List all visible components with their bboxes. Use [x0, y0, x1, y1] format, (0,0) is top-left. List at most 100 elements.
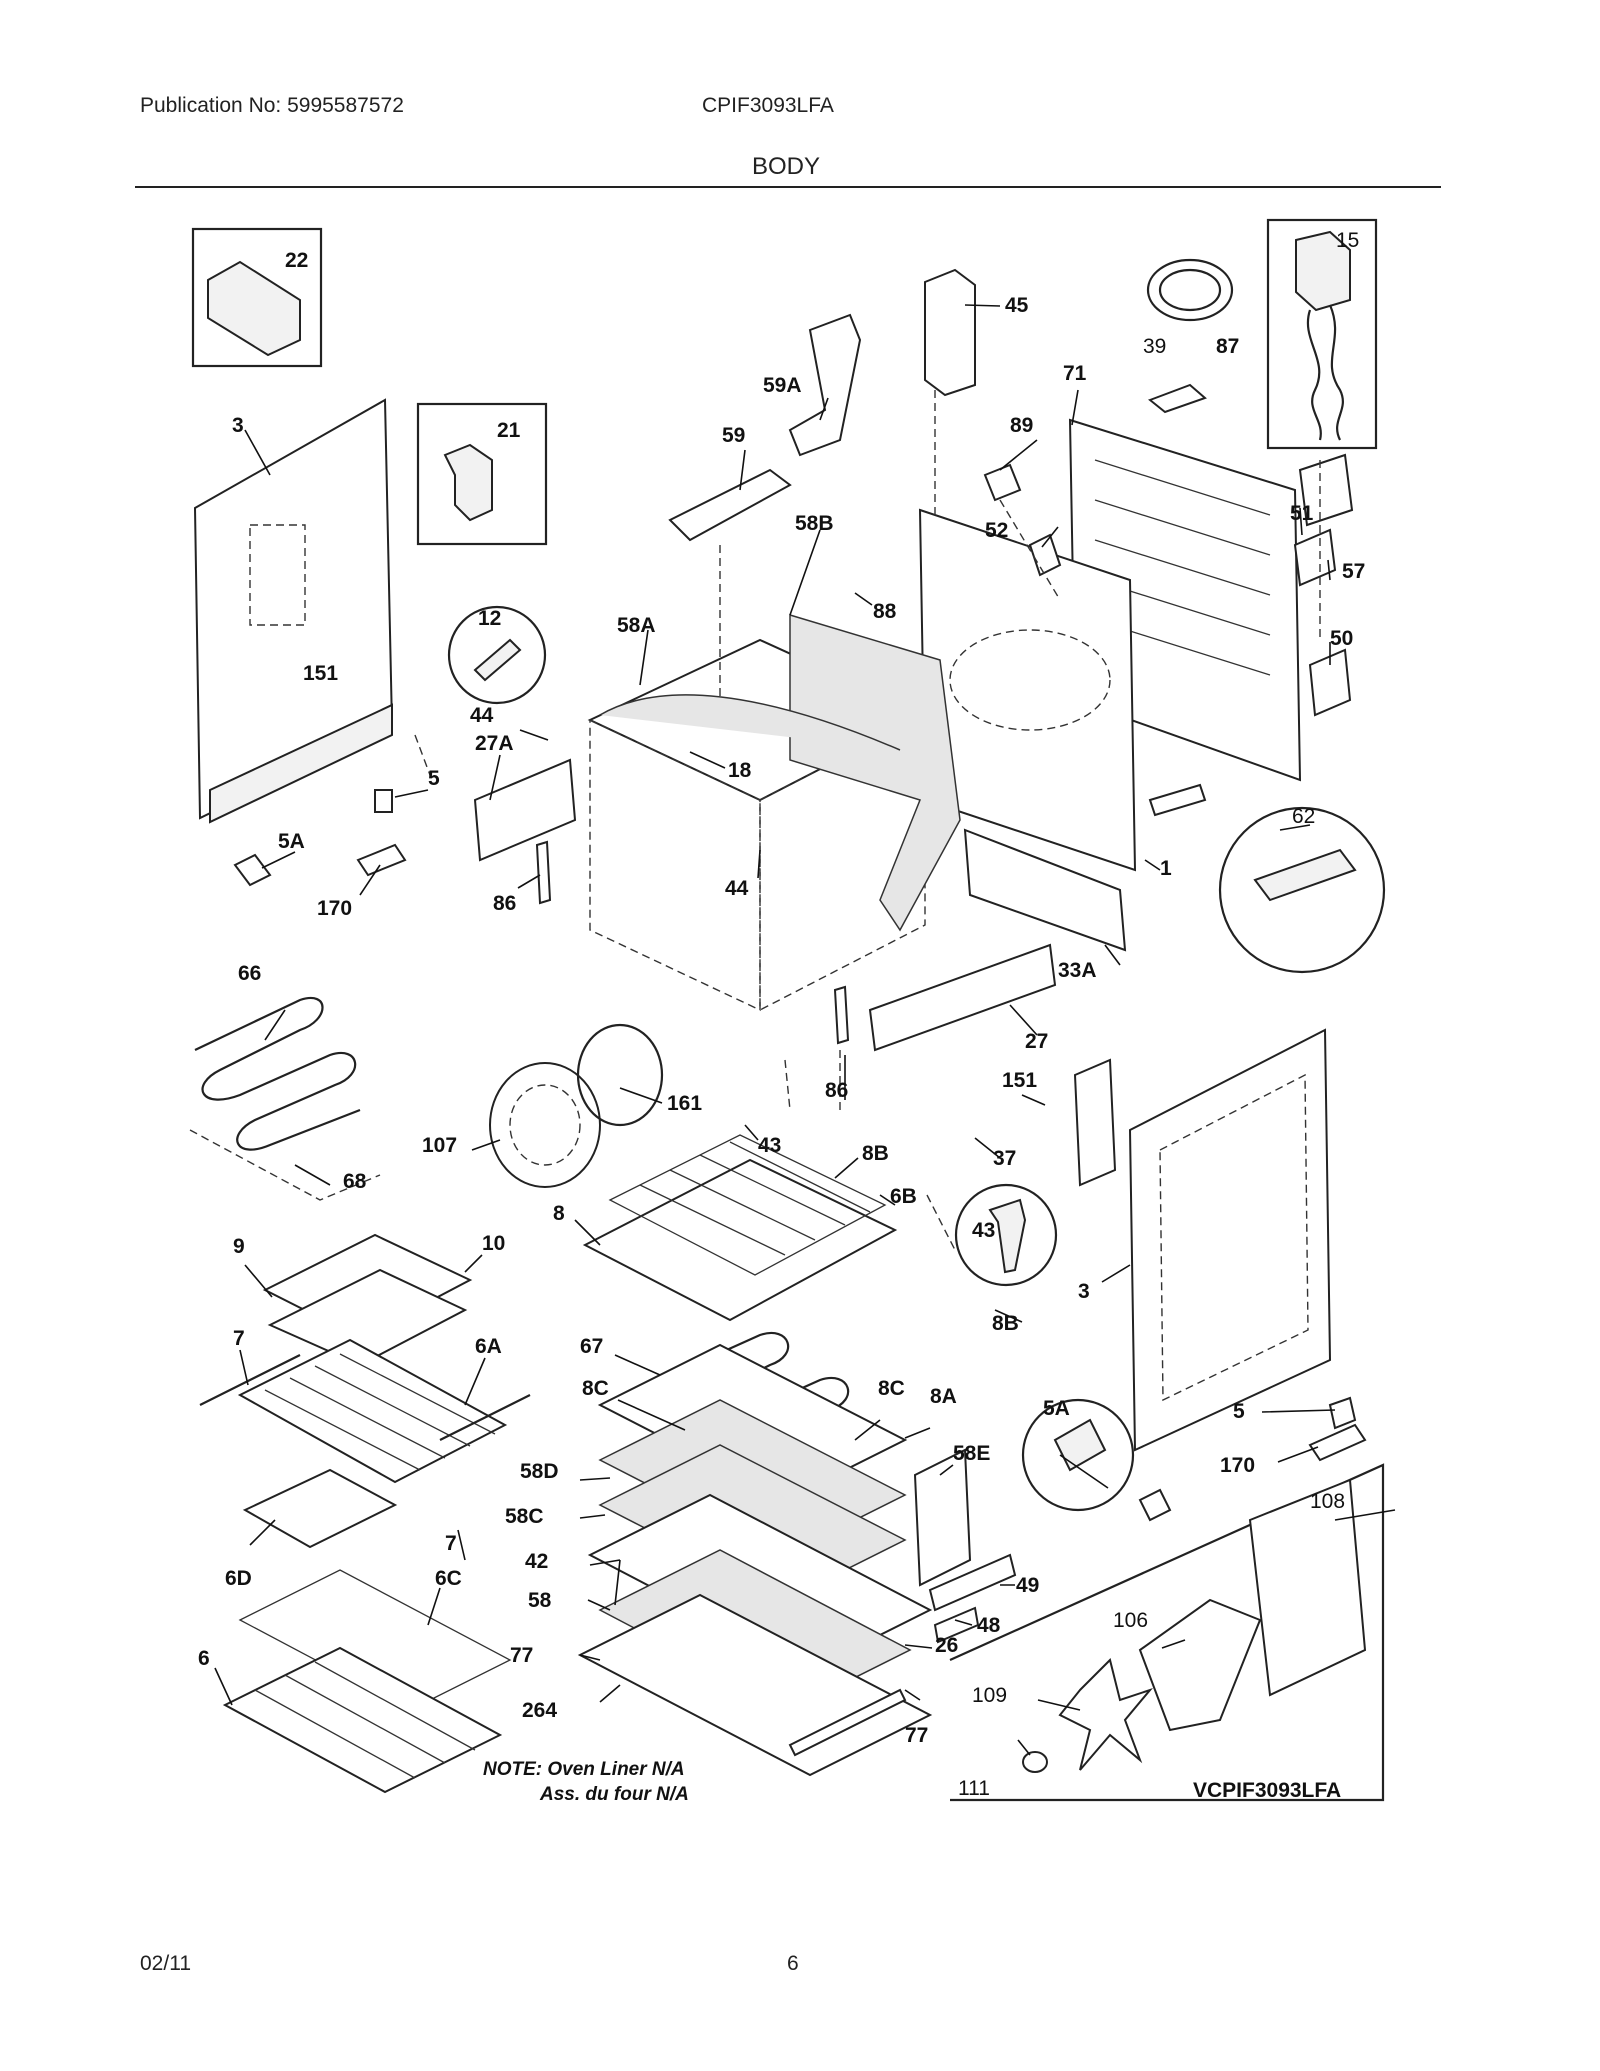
- part-59A-vent-duct: [788, 313, 862, 457]
- label-86-left: 86: [493, 892, 516, 915]
- part-5A-leveling-leg: [1053, 1418, 1107, 1472]
- label-21: 21: [497, 419, 521, 442]
- part-106-motor-bracket: [1138, 1598, 1262, 1732]
- part-5A-leg-left: [233, 853, 272, 887]
- part-66-bake-element: [194, 997, 361, 1151]
- part-5-leg-right: [1328, 1396, 1357, 1430]
- label-22: 22: [285, 249, 308, 272]
- label-1: 1: [1160, 857, 1172, 880]
- label-12: 12: [478, 607, 501, 630]
- label-62: 62: [1292, 805, 1315, 828]
- label-18: 18: [728, 759, 752, 782]
- part-12-sensor: [473, 638, 522, 682]
- label-71: 71: [1063, 362, 1087, 385]
- label-88: 88: [873, 600, 897, 623]
- label-44-mid: 44: [725, 877, 749, 900]
- label-6B: 6B: [890, 1185, 917, 1208]
- part-7-rack-support-right: [439, 1394, 531, 1441]
- part-52-clip: [1028, 533, 1062, 577]
- label-5-right: 5: [1233, 1400, 1245, 1423]
- part-86-bracket-right: [833, 985, 850, 1045]
- label-44-top: 44: [470, 704, 494, 727]
- rear-panel-vents: [1094, 459, 1271, 676]
- part-15-terminal-block: [1295, 230, 1351, 312]
- label-57: 57: [1342, 560, 1365, 583]
- right-side-panel: [1128, 1028, 1332, 1452]
- part-109-fan-blade: [1058, 1658, 1154, 1771]
- label-27A: 27A: [475, 732, 514, 755]
- part-21-clip: [443, 443, 493, 522]
- part-39-wire-coil: [1146, 258, 1234, 322]
- part-58E-side-insulation: [913, 1448, 972, 1587]
- note-line-2: Ass. du four N/A: [539, 1784, 689, 1805]
- part-6-rack-wires: [254, 1661, 476, 1779]
- label-leader-lines: [214, 304, 1396, 1756]
- assembly-guide-lines: [414, 390, 1321, 1251]
- label-111: 111: [958, 1777, 990, 1800]
- label-58E: 58E: [953, 1442, 990, 1465]
- part-6B-rack-frame: [608, 1134, 887, 1276]
- label-10: 10: [482, 1232, 505, 1255]
- label-8A: 8A: [930, 1385, 957, 1408]
- inset-circle-part-43: [954, 1183, 1058, 1287]
- part-50-cover: [1308, 648, 1352, 717]
- part-86-bracket-left: [535, 840, 552, 905]
- label-161: 161: [667, 1092, 702, 1115]
- label-58D: 58D: [520, 1460, 559, 1483]
- label-15: 15: [1336, 229, 1359, 252]
- label-51: 51: [1290, 502, 1314, 525]
- part-27A-bracket: [473, 758, 577, 862]
- label-107: 107: [422, 1134, 457, 1157]
- label-87: 87: [1216, 335, 1239, 358]
- label-3-left: 3: [232, 414, 244, 437]
- inset-box-convection-fan: [949, 1463, 1385, 1802]
- label-151-left: 151: [303, 662, 338, 685]
- left-panel-bottom-flange: [209, 703, 393, 824]
- label-58B: 58B: [795, 512, 834, 535]
- label-27: 27: [1025, 1030, 1048, 1053]
- oven-insulation-58B: [789, 613, 961, 932]
- header-rule: [135, 186, 1441, 188]
- label-50: 50: [1330, 627, 1353, 650]
- part-48-rail: [933, 1606, 980, 1644]
- part-5-leg-left: [374, 789, 393, 813]
- label-9: 9: [233, 1235, 245, 1258]
- part-15-wire-b: [1328, 304, 1344, 441]
- part-77-slide-right: [788, 1688, 907, 1757]
- label-67: 67: [580, 1335, 603, 1358]
- part-49-rail: [928, 1553, 1017, 1612]
- inset-box-part-15: [1266, 218, 1378, 450]
- label-8B-bottom: 8B: [992, 1312, 1019, 1335]
- label-58: 58: [528, 1589, 552, 1612]
- label-43-inset: 43: [972, 1219, 995, 1242]
- part-6A-rack-wires: [264, 1353, 496, 1471]
- part-57-vent-cover: [1298, 453, 1354, 527]
- part-62-block-small: [1148, 783, 1207, 817]
- publication-number: Publication No: 5995587572: [140, 94, 404, 117]
- footer-page-number: 6: [787, 1952, 799, 1975]
- part-6B-rack-wires: [639, 1141, 871, 1256]
- label-26: 26: [935, 1634, 958, 1657]
- part-111-nut: [1022, 1751, 1048, 1773]
- left-panel-cutout: [249, 524, 306, 626]
- label-58A: 58A: [617, 614, 656, 637]
- label-77-left: 77: [510, 1644, 533, 1667]
- label-5A-left: 5A: [278, 830, 305, 853]
- part-6-rack: [222, 1646, 503, 1794]
- part-45-duct: [924, 268, 976, 397]
- part-6D-rack: [242, 1468, 398, 1549]
- label-7-right: 7: [445, 1532, 457, 1555]
- part-39-wire-coil-inner: [1158, 268, 1222, 312]
- label-66: 66: [238, 962, 261, 985]
- inset-model-number: VCPIF3093LFA: [1193, 1779, 1341, 1802]
- part-108-fan-motor: [1248, 1478, 1367, 1697]
- right-panel-window: [1159, 1073, 1309, 1402]
- part-51-clip: [1293, 528, 1337, 587]
- part-43-screw: [988, 1198, 1027, 1274]
- label-170-right: 170: [1220, 1454, 1255, 1477]
- label-5A-inset: 5A: [1043, 1397, 1070, 1420]
- part-170-bracket-left: [356, 843, 407, 877]
- label-170-left: 170: [317, 897, 352, 920]
- label-77-right: 77: [905, 1724, 928, 1747]
